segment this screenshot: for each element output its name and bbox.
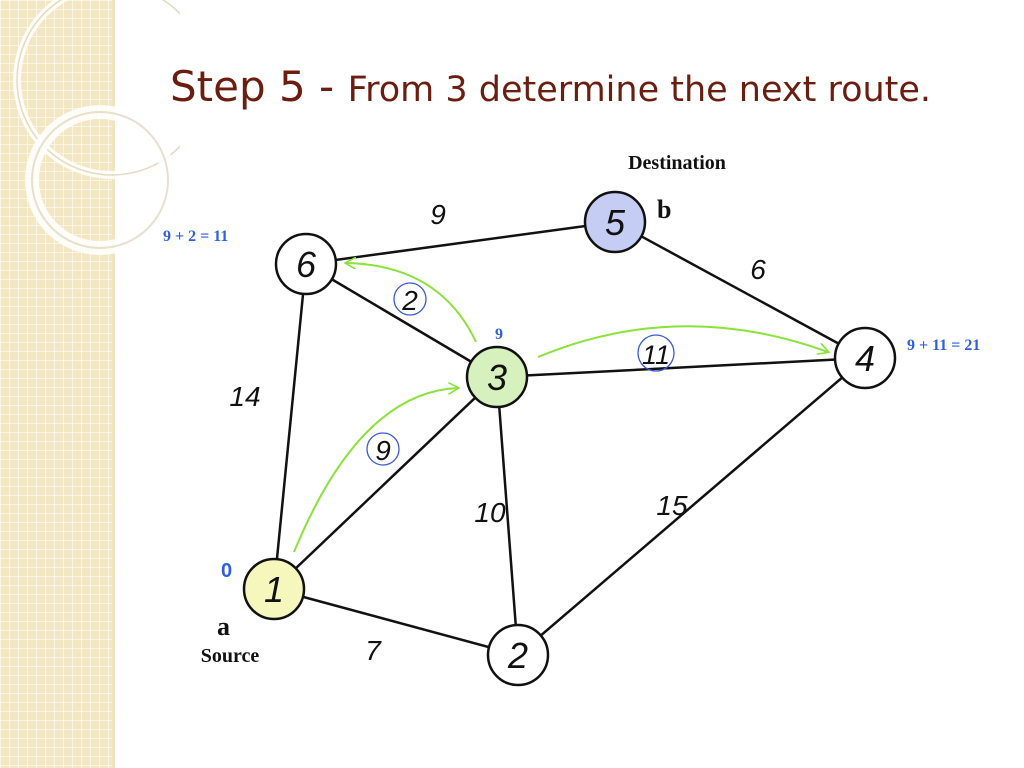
deco-ring-small-outline: [31, 111, 169, 249]
weight-circle-1-3: [366, 432, 400, 466]
edge-5-4: [614, 220, 866, 360]
node-3-label: 3: [487, 357, 507, 398]
edges: [272, 220, 866, 657]
weight-5-4: 6: [750, 254, 766, 285]
destination-letter: b: [657, 195, 671, 224]
nodes: 1 2 3 4 5 6: [242, 190, 897, 687]
node-6-calc: 9 + 2 = 11: [163, 228, 228, 245]
edge-2-4: [517, 357, 866, 656]
weight-circle-3-6: [393, 282, 427, 316]
route-arrows: [293, 263, 828, 553]
node-6: 6: [274, 232, 338, 296]
weight-3-4: 11: [642, 340, 670, 370]
slide-title: Step 5 - From 3 determine the next route…: [170, 62, 931, 111]
source-distance: 0: [221, 560, 232, 582]
edge-1-3: [273, 376, 498, 590]
node-3: 3: [465, 345, 529, 409]
weight-2-4: 15: [656, 490, 688, 521]
weight-1-2: 7: [365, 635, 382, 666]
edge-weights: 7 14 10 15 9 6: [229, 199, 766, 666]
deco-ring-large-outline: [16, 0, 180, 176]
node-4: 4: [833, 326, 897, 390]
node-6-label: 6: [296, 244, 317, 285]
node-3-distance: 9: [495, 326, 503, 343]
title-text: From 3 determine the next route.: [347, 70, 932, 110]
weight-3-6: 2: [401, 285, 418, 316]
destination-label: Destination: [628, 152, 726, 174]
node-1-circle: [242, 557, 306, 621]
node-4-calc: 9 + 11 = 21: [907, 337, 980, 354]
circled-weights: 9 2 11: [366, 282, 675, 466]
weight-6-5: 9: [430, 199, 446, 230]
arrow-3-to-4: [537, 325, 828, 358]
node-6-circle: [274, 232, 338, 296]
node-4-label: 4: [855, 338, 875, 379]
edge-2-3: [495, 376, 520, 656]
node-5: 5: [583, 190, 647, 254]
edge-1-6: [272, 263, 308, 590]
edge-3-4: [496, 356, 866, 379]
annotations: Destination b a Source 0 9 9 + 2 = 11 9 …: [163, 152, 980, 667]
edge-3-6: [305, 262, 498, 379]
decorative-rings: [13, 0, 180, 255]
node-4-circle: [833, 326, 897, 390]
node-2-label: 2: [507, 635, 528, 676]
node-2: 2: [486, 623, 550, 687]
arrow-3-to-6: [346, 263, 477, 343]
node-5-label: 5: [605, 202, 626, 243]
edge-1-2: [273, 587, 519, 657]
node-5-circle: [583, 190, 647, 254]
weight-1-6: 14: [229, 381, 260, 412]
weight-1-3: 9: [375, 435, 391, 466]
title-step: Step 5 -: [170, 62, 348, 111]
weight-2-3: 10: [474, 497, 506, 528]
source-label: Source: [201, 645, 260, 667]
node-1: 1: [242, 557, 306, 621]
source-letter: a: [217, 612, 230, 641]
weight-circle-3-4: [637, 334, 675, 372]
node-1-label: 1: [264, 569, 284, 610]
arrow-1-to-3: [293, 388, 458, 553]
edge-6-5: [305, 220, 616, 266]
node-3-circle: [465, 345, 529, 409]
node-2-circle: [486, 623, 550, 687]
